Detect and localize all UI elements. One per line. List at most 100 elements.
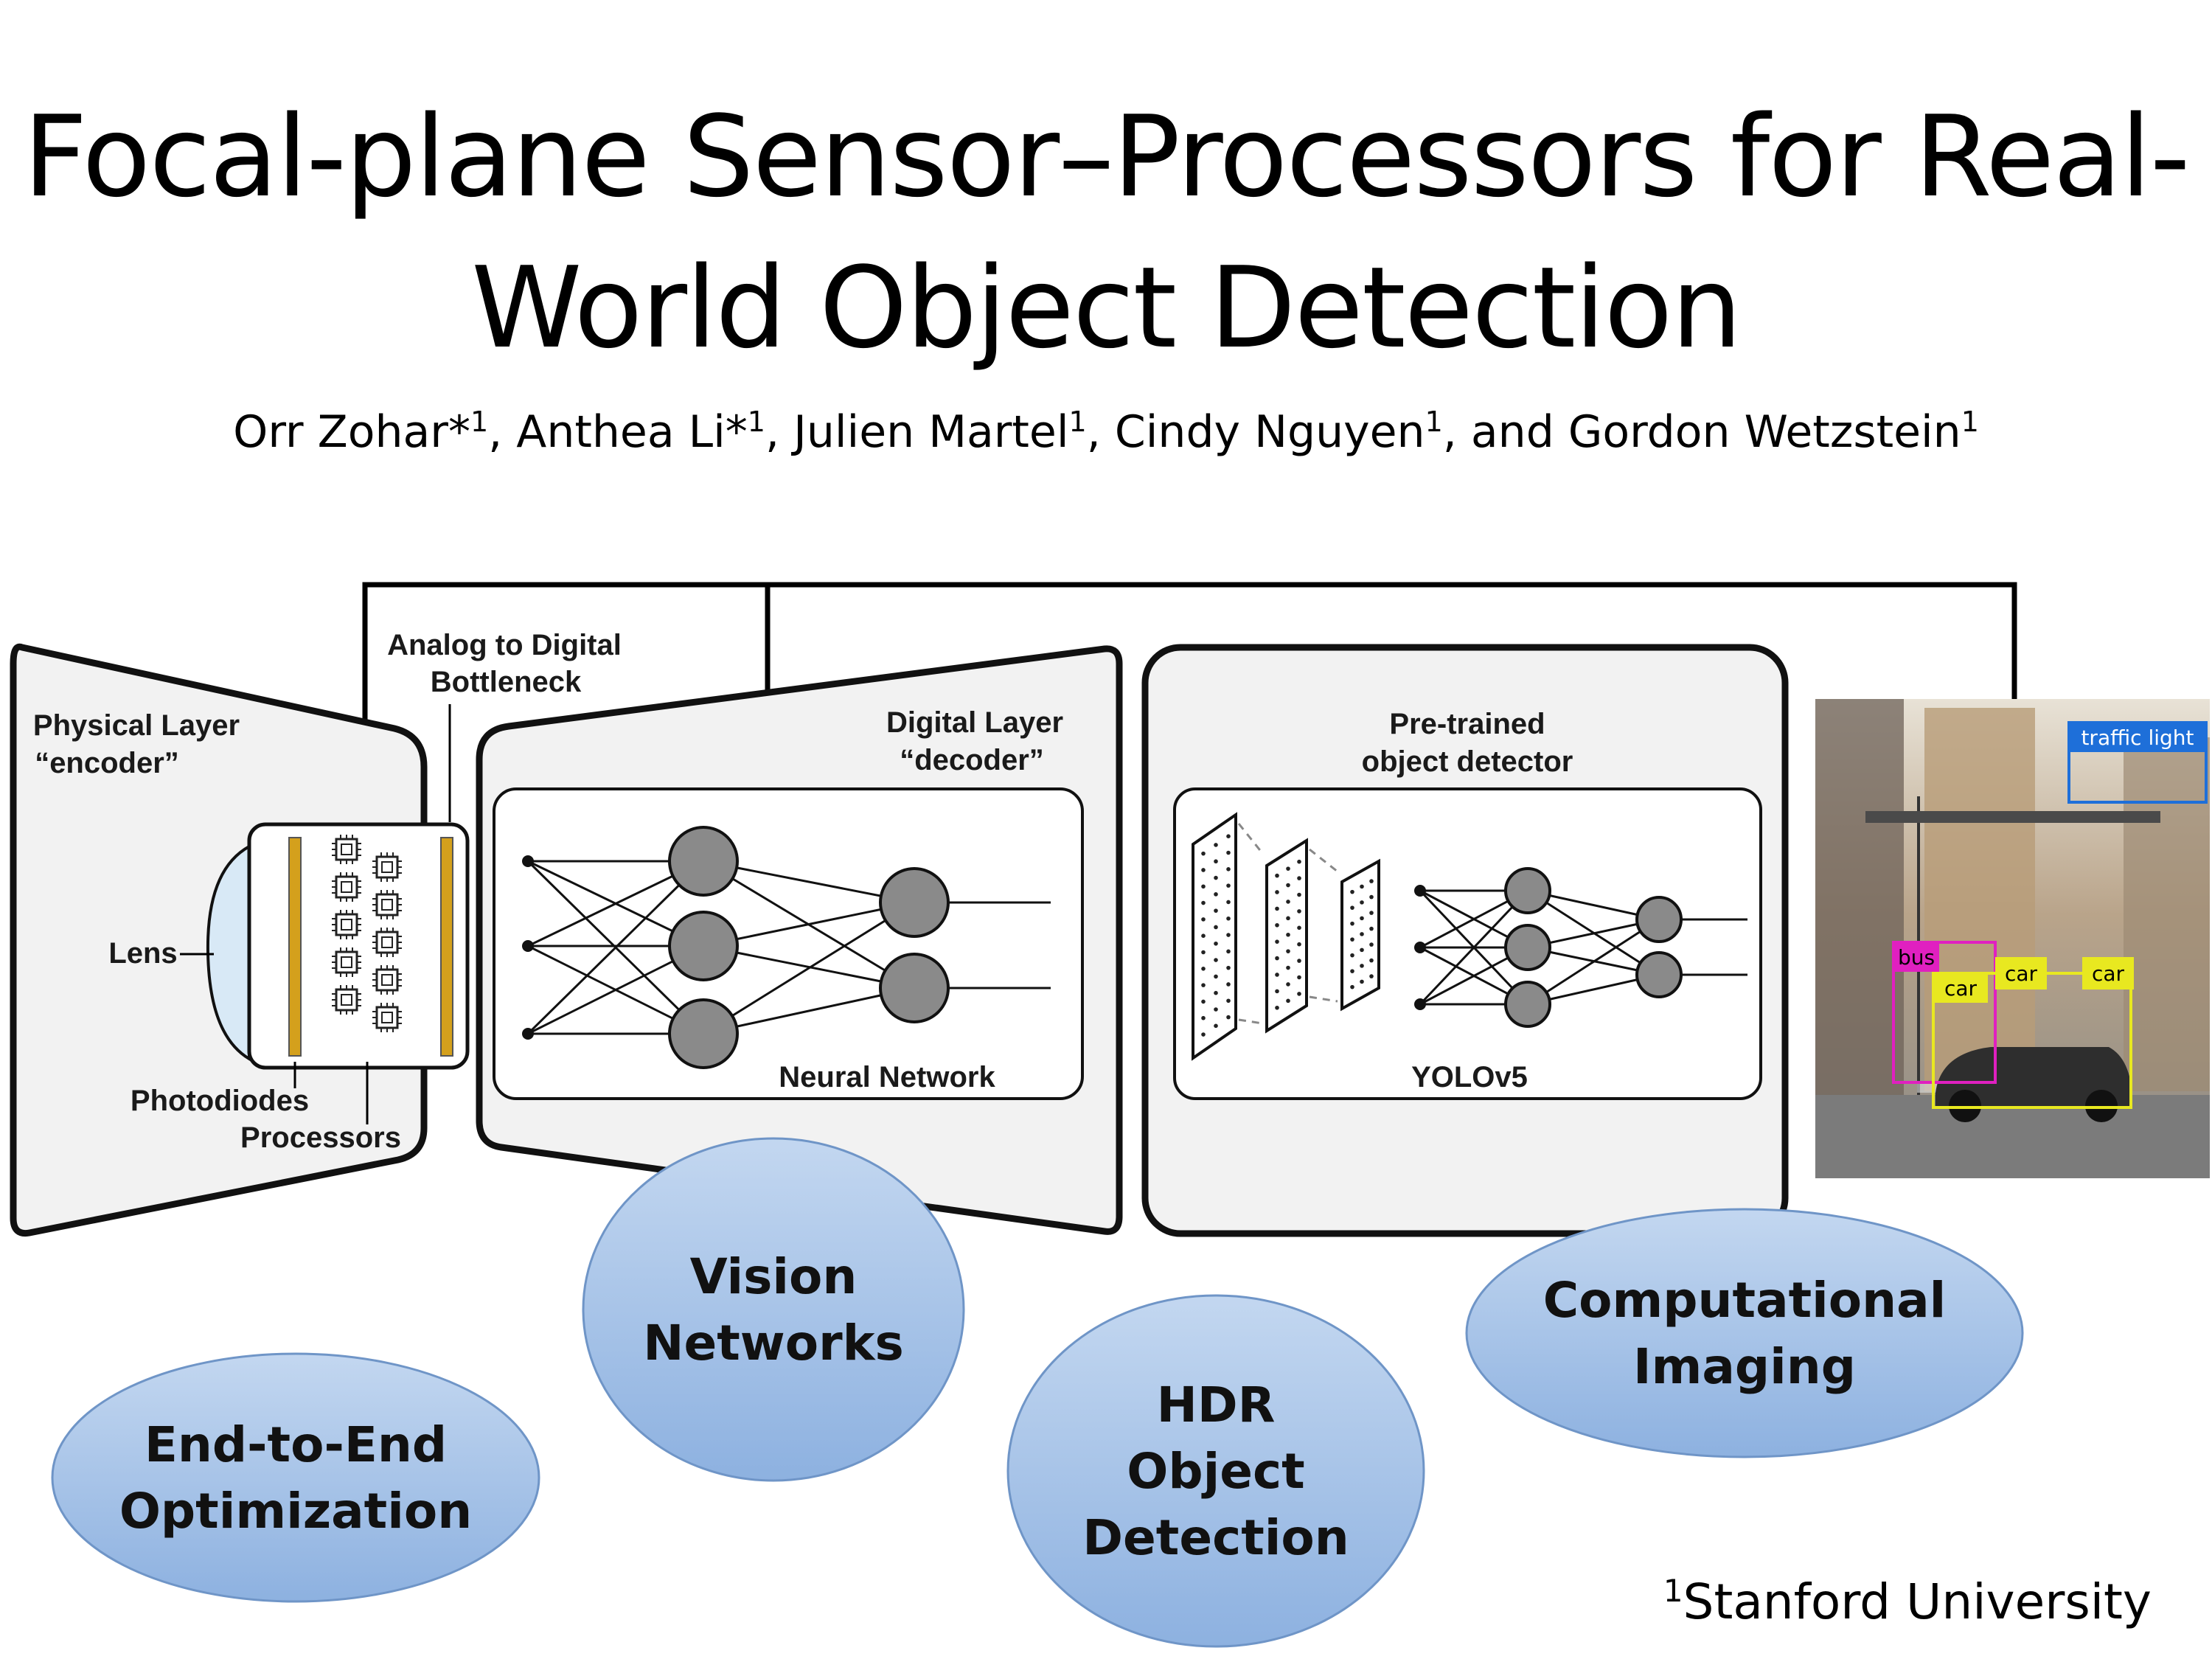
- topic-label: HDR: [1157, 1377, 1276, 1433]
- affiliation-marker: 1: [1961, 406, 1979, 438]
- network-edge: [703, 860, 915, 904]
- detection-box: traffic light: [2067, 721, 2208, 804]
- detection-label: bus: [1898, 945, 1935, 970]
- affiliation-text: Stanford University: [1683, 1573, 2152, 1630]
- author-list: Orr Zohar*1, Anthea Li*1, Julien Martel1…: [0, 392, 2212, 462]
- author: Gordon Wetzstein1: [1568, 406, 1979, 458]
- processor-chip-icon: [332, 910, 361, 939]
- encoder-label: “encoder”: [35, 747, 179, 779]
- yolo-label: YOLOv5: [1411, 1061, 1528, 1093]
- processor-chip-icon: [332, 947, 361, 977]
- slide-title: Focal-plane Sensor–Processors for Real-W…: [23, 91, 2190, 373]
- network-edge: [1527, 918, 1660, 1006]
- photodiode-strip-left: [288, 837, 302, 1057]
- network-edge: [703, 901, 915, 1035]
- input-node: [1414, 885, 1426, 897]
- processor-chip-icon: [332, 985, 361, 1015]
- affiliation: 1Stanford University: [1663, 1562, 2152, 1632]
- affiliation-marker: 1: [747, 406, 765, 438]
- hidden-node: [1504, 867, 1551, 914]
- detection-box: car: [2082, 957, 2134, 990]
- topic-label: Vision: [690, 1248, 858, 1305]
- author: Orr Zohar*1,: [233, 406, 517, 458]
- network-edge: [703, 987, 915, 1035]
- processors-label: Processors: [240, 1121, 401, 1154]
- input-node: [522, 1028, 534, 1040]
- photodiode-strip-right: [440, 837, 453, 1057]
- network-edge: [1419, 889, 1529, 1006]
- hidden-node: [1504, 924, 1551, 971]
- input-node: [1414, 998, 1426, 1010]
- yolo-box: [1173, 787, 1762, 1100]
- processor-chip-icon: [372, 928, 402, 957]
- neural-network-box: [493, 787, 1084, 1100]
- topic-label: Optimization: [119, 1483, 472, 1540]
- topic-label: Detection: [1082, 1509, 1349, 1566]
- conv-connector: [1238, 1018, 1263, 1025]
- input-node: [1414, 942, 1426, 953]
- lens-shape: [206, 844, 251, 1062]
- yolo-head-graph: [1414, 867, 1747, 1028]
- conv-layer: [1192, 812, 1237, 1061]
- decoder-label: “decoder”: [900, 744, 1044, 776]
- digital-layer-label: Digital Layer: [886, 706, 1063, 739]
- detection-label: car: [2005, 961, 2038, 986]
- topic-label: Object: [1127, 1443, 1304, 1500]
- input-node: [522, 940, 534, 952]
- detection-label: car: [1944, 976, 1978, 1001]
- sensor-chip: [247, 822, 470, 1070]
- affiliation-marker: 1: [1663, 1573, 1683, 1609]
- output-node: [1635, 896, 1683, 943]
- processor-chip-icon: [372, 890, 402, 919]
- hidden-node: [668, 911, 739, 981]
- network-edge: [703, 901, 915, 947]
- topic-label: Networks: [643, 1315, 904, 1371]
- output-node: [879, 867, 950, 938]
- author: Julien Martel1,: [793, 406, 1115, 458]
- processor-chip-icon: [332, 835, 361, 864]
- detection-label: traffic light: [2081, 726, 2194, 750]
- topic-label: Imaging: [1633, 1338, 1856, 1395]
- conv-layers: [1192, 812, 1380, 1061]
- feedback-line-to-sensor: [362, 582, 2017, 804]
- physical-layer-label: Physical Layer: [33, 709, 240, 742]
- affiliation-marker: 1: [1068, 406, 1087, 438]
- topic-label: End-to-End: [145, 1416, 447, 1473]
- processor-chip-icon: [372, 852, 402, 882]
- detection-box: car: [1995, 957, 2047, 990]
- pretrained-label: Pre-trained: [1389, 708, 1545, 740]
- hidden-node: [1504, 981, 1551, 1028]
- network-edge: [526, 860, 705, 1035]
- detection-photo: [1815, 699, 2210, 1178]
- author: Cindy Nguyen1, and: [1114, 406, 1568, 458]
- adc-label: Analog to Digital: [387, 629, 622, 661]
- processor-chip-icon: [372, 965, 402, 995]
- output-node: [1635, 951, 1683, 998]
- conv-connector: [1309, 848, 1338, 873]
- conv-connector: [1309, 995, 1338, 1003]
- output-node: [879, 953, 950, 1023]
- neural-network-label: Neural Network: [779, 1061, 995, 1093]
- processor-chip-icon: [332, 872, 361, 902]
- hidden-node: [668, 826, 739, 897]
- object-detector-label: object detector: [1362, 745, 1573, 778]
- lens-label: Lens: [108, 937, 177, 970]
- processor-grid: [332, 835, 402, 1032]
- bottleneck-label: Bottleneck: [431, 666, 582, 698]
- hidden-node: [668, 998, 739, 1069]
- detection-box: bus: [1892, 941, 1997, 1084]
- author: Anthea Li*1,: [516, 406, 794, 458]
- conv-layer: [1265, 838, 1308, 1034]
- neural-network-graph: [522, 826, 1051, 1069]
- input-node: [522, 855, 534, 867]
- affiliation-marker: 1: [1425, 406, 1443, 438]
- photodiodes-label: Photodiodes: [131, 1085, 309, 1117]
- processor-chip-icon: [372, 1003, 402, 1032]
